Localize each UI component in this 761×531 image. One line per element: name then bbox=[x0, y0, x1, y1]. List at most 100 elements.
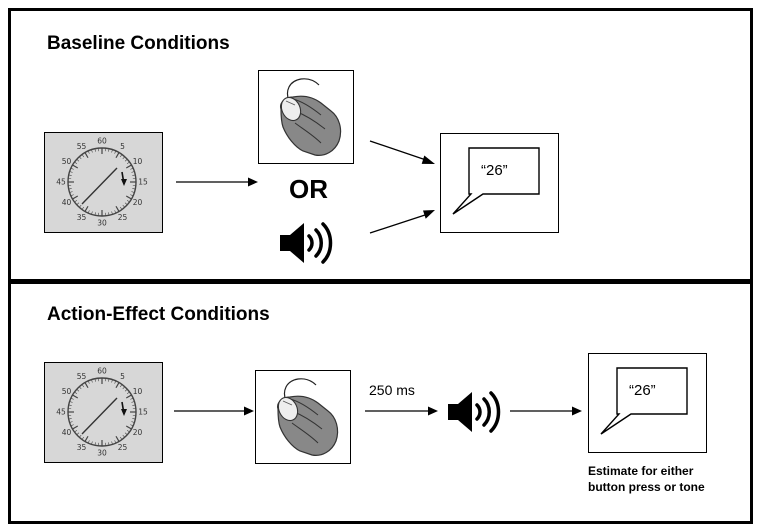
clock-tick bbox=[131, 401, 135, 403]
clock-tick bbox=[81, 206, 85, 210]
clock-tick bbox=[119, 436, 123, 440]
clock-tick bbox=[111, 149, 113, 153]
clock-tick bbox=[125, 425, 132, 430]
clock-number: 60 bbox=[97, 367, 107, 376]
clock-tick bbox=[122, 386, 125, 390]
clock-tick bbox=[81, 154, 85, 158]
mouse-button-line bbox=[282, 400, 293, 406]
clock-tick bbox=[111, 441, 113, 445]
clock-tick bbox=[126, 391, 130, 395]
caption-line-2: button press or tone bbox=[588, 480, 705, 494]
clock-tick bbox=[126, 161, 130, 165]
clock-tick bbox=[114, 150, 117, 154]
clock-tick bbox=[76, 159, 80, 162]
clock-number: 55 bbox=[77, 142, 87, 151]
arrow-clock-to-choice bbox=[176, 177, 258, 187]
baseline-title: Baseline Conditions bbox=[47, 33, 230, 54]
clock-tick bbox=[126, 199, 130, 203]
clock-tick bbox=[122, 434, 125, 438]
clock-tick bbox=[69, 191, 73, 193]
speech-bubble-outline bbox=[452, 147, 540, 215]
clock-tick bbox=[132, 404, 136, 406]
clock-tick bbox=[119, 154, 123, 158]
sound-wave bbox=[321, 222, 333, 264]
clock-tick bbox=[115, 435, 120, 442]
clock-hand bbox=[81, 167, 118, 205]
clock-tick bbox=[68, 418, 72, 420]
clock-tick bbox=[81, 384, 85, 388]
clock-tick bbox=[115, 205, 120, 212]
clock-tick bbox=[81, 436, 85, 440]
clock-tick bbox=[131, 171, 135, 173]
clock-number: 35 bbox=[77, 443, 87, 452]
clock-tick bbox=[84, 152, 89, 159]
clock-number: 20 bbox=[133, 428, 143, 437]
clock-tick bbox=[74, 161, 78, 165]
clock-tick bbox=[111, 211, 113, 215]
clock-tick bbox=[70, 194, 74, 197]
clock-tick bbox=[87, 210, 90, 214]
clock-tick bbox=[122, 204, 125, 208]
clock-number: 55 bbox=[77, 372, 87, 381]
clock-number: 15 bbox=[138, 408, 148, 417]
clock-number: 45 bbox=[56, 408, 66, 417]
clock-marker-head bbox=[121, 409, 127, 416]
clock-tick bbox=[87, 440, 90, 444]
clock-tick bbox=[125, 394, 132, 399]
clock-number: 25 bbox=[118, 443, 128, 452]
clock-tick bbox=[72, 394, 79, 399]
clock-tick bbox=[132, 418, 136, 420]
clock-tick bbox=[91, 211, 93, 215]
arrow-mouse-to-tone bbox=[365, 406, 438, 416]
estimate-caption: Estimate for either button press or tone bbox=[588, 463, 705, 495]
clock-tick bbox=[94, 212, 96, 216]
clock-tick bbox=[108, 378, 110, 382]
clock-tick bbox=[119, 384, 123, 388]
speech-bubble-icon bbox=[600, 367, 688, 435]
clock-tick bbox=[69, 401, 73, 403]
clock-tick bbox=[72, 195, 79, 200]
clock-tick bbox=[132, 174, 136, 176]
mouse-box-top bbox=[258, 70, 354, 164]
arrow-mouse-to-estimate bbox=[369, 140, 435, 164]
clock-tick bbox=[84, 205, 89, 212]
clock-tick bbox=[108, 212, 110, 216]
mouse-cord bbox=[286, 78, 320, 102]
clock-marker-head bbox=[121, 179, 127, 186]
speaker-cone bbox=[448, 392, 472, 432]
clock-tick bbox=[130, 397, 134, 400]
clock-tick bbox=[84, 382, 89, 389]
clock-tick bbox=[76, 432, 80, 435]
estimate-value-top: “26” bbox=[481, 162, 508, 179]
clock-tick bbox=[125, 164, 132, 169]
clock-tick bbox=[124, 432, 128, 435]
clock-number: 40 bbox=[62, 198, 72, 207]
clock-tick bbox=[72, 425, 79, 430]
clock-number: 15 bbox=[138, 178, 148, 187]
clock-tick bbox=[130, 424, 134, 427]
clock-tick bbox=[72, 164, 79, 169]
clock-tick bbox=[70, 397, 74, 400]
clock-number: 25 bbox=[118, 213, 128, 222]
clock-tick bbox=[94, 378, 96, 382]
clock-tick bbox=[124, 159, 128, 162]
clock-tick bbox=[115, 152, 120, 159]
clock-number: 30 bbox=[97, 449, 107, 458]
sound-wave bbox=[314, 228, 323, 258]
clock-number: 5 bbox=[120, 142, 125, 151]
finger-line bbox=[291, 422, 319, 444]
caption-line-1: Estimate for either bbox=[588, 464, 694, 478]
clock-tick bbox=[74, 391, 78, 395]
hand-on-mouse-icon bbox=[277, 378, 339, 456]
sound-wave bbox=[489, 391, 501, 433]
clock-number: 30 bbox=[97, 219, 107, 228]
clock-tick bbox=[79, 204, 82, 208]
sound-wave bbox=[482, 397, 491, 427]
clock-tick bbox=[111, 379, 113, 383]
clock-tick bbox=[108, 442, 110, 446]
clock-dial bbox=[67, 147, 137, 217]
clock-tick bbox=[79, 434, 82, 438]
clock-tick bbox=[124, 389, 128, 392]
clock-tick bbox=[130, 194, 134, 197]
